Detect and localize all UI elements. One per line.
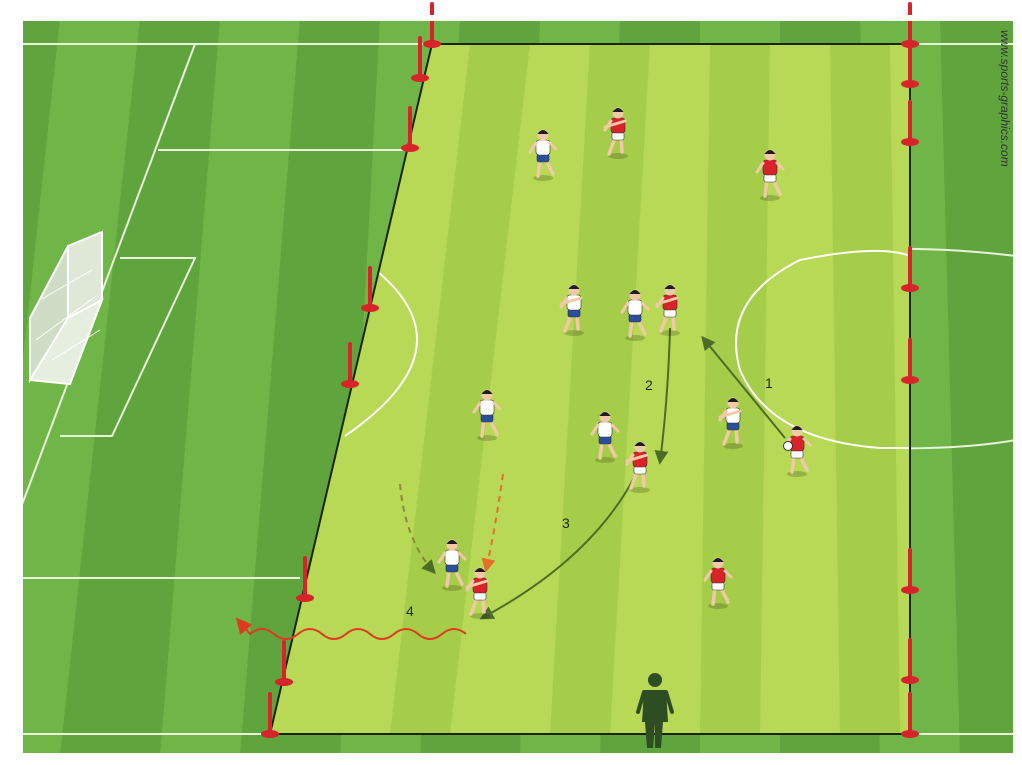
step-label-3: 3	[562, 515, 570, 531]
step-label-2: 2	[645, 377, 653, 393]
step-label-1: 1	[765, 375, 773, 391]
step-label-4: 4	[406, 603, 414, 619]
ball	[784, 442, 793, 451]
credit-text: www.sports-graphics.com	[998, 30, 1012, 167]
